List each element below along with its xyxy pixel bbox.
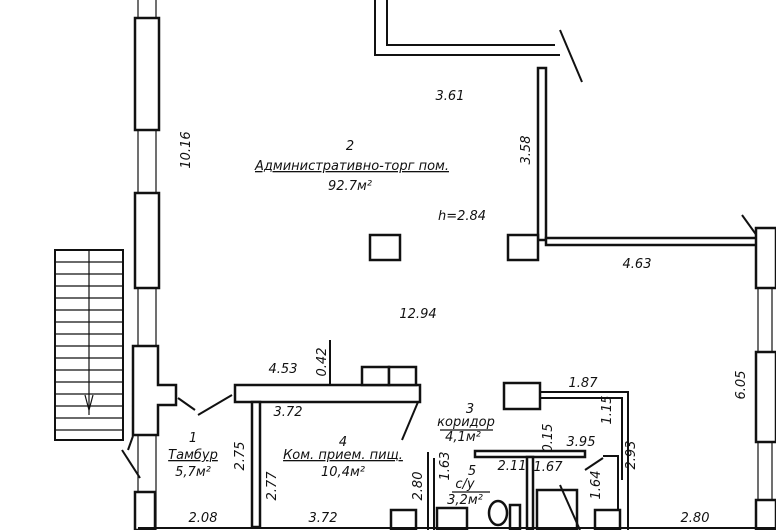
dim-label: 3.61 bbox=[436, 89, 465, 104]
dim-label: 3.58 bbox=[519, 136, 534, 165]
dim-label: 3.95 bbox=[567, 435, 596, 450]
room-3-area: 4,1м² bbox=[445, 430, 481, 445]
room-4-number: 4 bbox=[339, 435, 347, 450]
dim-label: 2.08 bbox=[189, 511, 218, 526]
ceiling-height: h=2.84 bbox=[438, 209, 486, 224]
dim-label: 2.93 bbox=[624, 441, 639, 470]
room-2-area: 92.7м² bbox=[328, 179, 372, 194]
room-1-name: Тамбур bbox=[168, 448, 218, 463]
dim-label: 1.63 bbox=[438, 452, 453, 481]
dim-label: 2.11 bbox=[498, 459, 527, 474]
dim-label: 0.42 bbox=[315, 348, 330, 377]
dim-label: 2.80 bbox=[681, 511, 710, 526]
left-wall bbox=[121, 0, 196, 530]
dim-label: 3.72 bbox=[309, 511, 338, 526]
dim-label: 0.15 bbox=[541, 424, 556, 453]
dim-label: 6.05 bbox=[734, 371, 749, 400]
room-5-area: 3,2м² bbox=[447, 493, 483, 508]
room-2-number: 2 bbox=[346, 139, 354, 154]
dim-label: 1.87 bbox=[569, 376, 599, 391]
dim-label: 2.77 bbox=[265, 471, 280, 501]
room-3-name: коридор bbox=[437, 415, 495, 430]
top-wall bbox=[368, 0, 760, 262]
dim-label: 1.15 bbox=[600, 396, 615, 425]
partitions bbox=[138, 340, 776, 530]
dim-label: 2.75 bbox=[233, 442, 248, 471]
dim-label: 1.64 bbox=[589, 471, 604, 500]
dim-label: 4.63 bbox=[623, 257, 652, 272]
room-1-number: 1 bbox=[189, 431, 197, 446]
room-4-area: 10,4м² bbox=[321, 465, 365, 480]
dim-label: 4.53 bbox=[269, 362, 298, 377]
dim-label: 12.94 bbox=[399, 307, 436, 322]
right-wall bbox=[741, 214, 776, 530]
room-4-name: Ком. прием. пищ. bbox=[283, 448, 403, 463]
room-5-number: 5 bbox=[468, 464, 476, 479]
room-2-name: Административно-торг пом. bbox=[254, 159, 449, 174]
room-3-number: 3 bbox=[466, 402, 474, 417]
dim-label: 3.72 bbox=[274, 405, 303, 420]
room-1-area: 5,7м² bbox=[175, 465, 211, 480]
dimensions: 3.61 10.16 3.58 4.63 12.94 6.05 4.53 0.4… bbox=[179, 89, 749, 526]
dim-label: 10.16 bbox=[179, 131, 194, 168]
dim-label: 2.80 bbox=[411, 472, 426, 501]
room-5-name: с/у bbox=[455, 477, 475, 492]
dim-label: 1.67 bbox=[534, 460, 564, 475]
staircase bbox=[54, 249, 124, 441]
